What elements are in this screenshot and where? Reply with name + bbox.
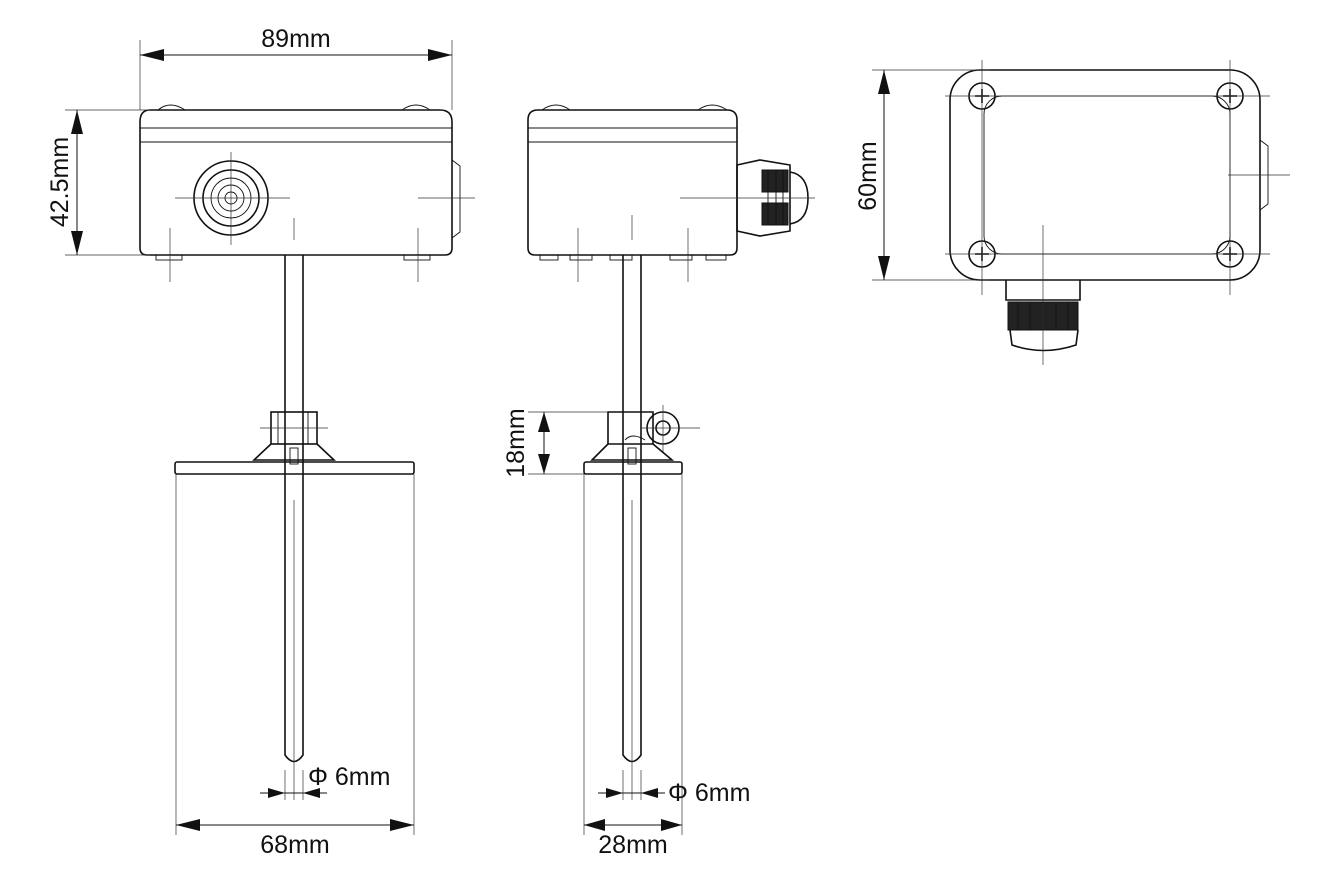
front-enclosure	[139, 104, 461, 261]
dim-label-probe-dia-front: Φ 6mm	[308, 763, 390, 791]
side-flange	[583, 461, 683, 475]
dim-60mm: 60mm	[854, 70, 890, 280]
dim-label-28mm: 28mm	[598, 831, 667, 859]
front-centerlines	[169, 152, 475, 282]
dim-89mm: 89mm	[139, 25, 453, 110]
top-view	[872, 60, 1290, 365]
dim-label-89mm: 89mm	[261, 25, 330, 53]
dim-42-5mm: 42.5mm	[46, 109, 150, 256]
top-enclosure	[949, 69, 1269, 281]
side-centerlines	[577, 215, 689, 282]
dim-probe-dia-front: Φ 6mm	[260, 763, 390, 800]
dim-label-68mm: 68mm	[260, 831, 329, 859]
dim-label-18mm: 18mm	[502, 408, 530, 477]
dim-probe-dia-side: Φ 6mm	[598, 770, 750, 807]
dim-label-42-5mm: 42.5mm	[46, 137, 74, 227]
side-cable-gland	[680, 159, 815, 237]
dim-28mm: 28mm	[584, 819, 682, 859]
dim-18mm: 18mm	[502, 408, 550, 478]
dim-label-60mm: 60mm	[854, 141, 882, 210]
side-view	[527, 104, 815, 835]
side-probe	[622, 255, 642, 800]
front-clamp	[251, 411, 337, 465]
side-enclosure	[527, 104, 738, 261]
dim-68mm: 68mm	[176, 819, 414, 859]
front-view	[139, 104, 475, 835]
side-clamp	[590, 405, 700, 465]
front-flange	[174, 461, 415, 475]
front-probe	[284, 255, 304, 800]
top-centerlines	[945, 60, 1290, 365]
dim-label-probe-dia-side: Φ 6mm	[668, 779, 750, 807]
